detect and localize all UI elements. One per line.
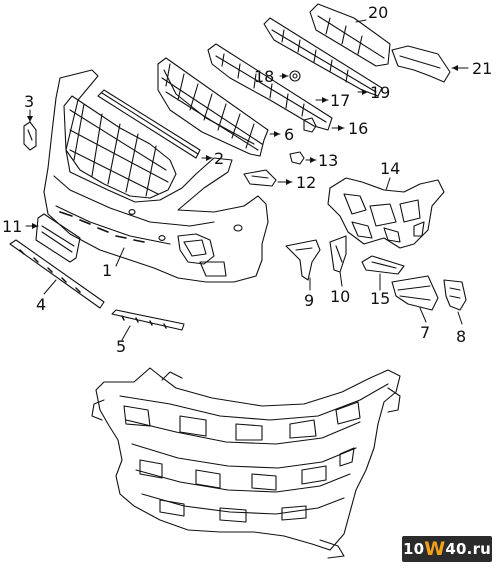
callout-12: 12 (296, 173, 316, 192)
callout-15: 15 (370, 289, 390, 308)
callout-1: 1 (102, 261, 112, 280)
leader-5 (121, 325, 131, 341)
reinforcement-19 (263, 17, 383, 97)
fastener-17 (303, 117, 317, 133)
lower-center-strip (111, 309, 185, 331)
callout-7: 7 (420, 323, 430, 342)
license-plate-bracket (35, 213, 81, 263)
callout-13: 13 (318, 151, 338, 170)
grille (157, 57, 269, 157)
callout-2: 2 (214, 149, 224, 168)
end-bracket-21 (391, 45, 451, 83)
leader-arrowheads (27, 65, 458, 229)
left-deflector (285, 239, 321, 281)
callout-3: 3 (24, 92, 34, 111)
callout-10: 10 (330, 287, 350, 306)
energy-absorber (91, 367, 401, 559)
callout-20: 20 (368, 3, 388, 22)
leader-4 (43, 279, 57, 295)
upper-trim-strip (97, 89, 201, 159)
callouts: 1 2 3 4 5 6 7 8 9 10 11 12 13 14 15 16 1… (2, 3, 492, 356)
callout-18: 18 (254, 67, 274, 86)
lower-left-strip (9, 239, 105, 309)
fastener-18 (289, 70, 301, 82)
leader-7 (419, 307, 427, 323)
clip-13 (289, 151, 305, 165)
right-lower-bracket (391, 275, 439, 311)
leader-20 (355, 19, 367, 23)
side-bracket (23, 121, 37, 151)
leader-1 (115, 247, 125, 267)
leader-10 (339, 271, 343, 287)
callout-5: 5 (116, 337, 126, 356)
callout-9: 9 (304, 291, 314, 310)
watermark-suffix: 40.ru (445, 540, 492, 558)
center-deflector (329, 235, 347, 273)
callout-4: 4 (36, 295, 46, 314)
callout-21: 21 (472, 59, 492, 78)
callout-8: 8 (456, 327, 466, 346)
clip-12 (243, 169, 277, 187)
leader-8 (457, 311, 463, 325)
callout-16: 16 (348, 119, 368, 138)
right-support-bracket (327, 177, 445, 249)
bumper-cover (43, 69, 269, 283)
reinforcement-20 (309, 3, 391, 67)
callout-17: 17 (330, 91, 350, 110)
callout-19: 19 (370, 83, 390, 102)
leader-14 (385, 177, 391, 191)
callout-11: 11 (2, 217, 22, 236)
callout-6: 6 (284, 125, 294, 144)
watermark-prefix: 10 (402, 540, 425, 558)
inner-support-16 (207, 43, 333, 131)
watermark-accent: W (424, 538, 446, 560)
bracket-15 (361, 255, 405, 275)
callout-14: 14 (380, 159, 400, 178)
right-end-bracket (443, 279, 467, 311)
